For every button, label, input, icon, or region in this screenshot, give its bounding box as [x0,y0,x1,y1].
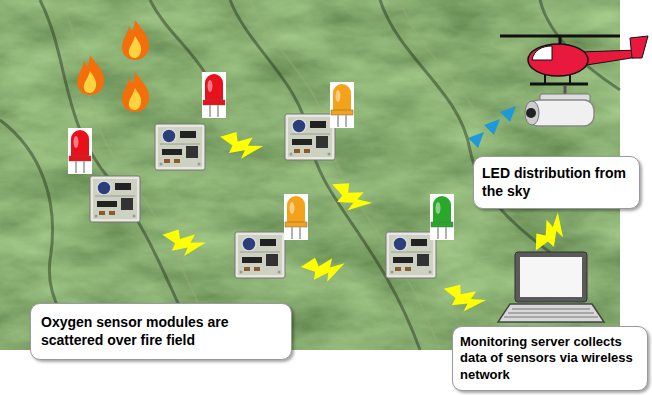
helicopter-part [532,46,552,60]
ridge-lines-part [230,0,420,350]
ridge-highlights-part [400,0,490,150]
laptop-part [520,257,582,297]
signal-triangles-part [484,119,500,135]
wireless-bolt [300,255,346,284]
wireless-bolt [439,281,488,317]
sensor-module [285,114,335,160]
sensor-module [386,232,436,278]
red-led [202,72,226,118]
laptop-part-part [504,317,598,318]
laptop-part [498,304,604,322]
callout-box: Oxygen sensor modules are scattered over… [30,303,292,360]
wireless-bolt [159,227,207,259]
wireless-bolt [529,208,573,259]
wireless-bolt [217,129,265,163]
callout-box: LED distribution from the sky [473,156,640,209]
sensor-module [90,176,140,222]
camera [525,86,594,126]
orange-led [330,82,354,128]
callout-text: LED distribution from the sky [482,165,631,200]
laptop-part [504,309,598,317]
helicopter-part [630,36,648,58]
wireless-bolt [325,177,375,218]
sensor-module [235,232,285,278]
ridge-lines-part [380,0,560,260]
laptop [498,252,604,322]
ridge-lines-part [40,0,200,350]
callout-box: Monitoring server collects data of senso… [452,326,648,391]
helicopter-part [580,50,638,66]
helicopter-part [528,44,588,76]
ridge-highlights-part [250,0,440,350]
fire-icon [122,72,149,112]
orange-led [284,194,308,240]
ridge-highlights [60,0,490,350]
helicopter [500,36,648,84]
camera-part [526,108,536,118]
laptop-part-part [508,313,594,314]
sensor-module [155,124,205,170]
green-led [430,194,454,240]
ridge-highlights-part [60,0,220,350]
helicopter-part [530,83,588,86]
red-led [68,128,92,174]
signal-triangles [468,106,516,148]
sensor-modules [68,72,454,278]
callout-text: Monitoring server collects data of senso… [460,334,640,383]
fire-icons [77,20,149,135]
signal-triangles-part [500,106,516,122]
signal-triangles-part [468,132,484,148]
fire-icon [122,20,149,60]
laptop-part-part [512,309,590,310]
camera-part [525,101,539,125]
laptop-part [515,252,587,302]
fire-icon [77,55,104,95]
callout-text: Oxygen sensor modules are scattered over… [41,314,281,349]
